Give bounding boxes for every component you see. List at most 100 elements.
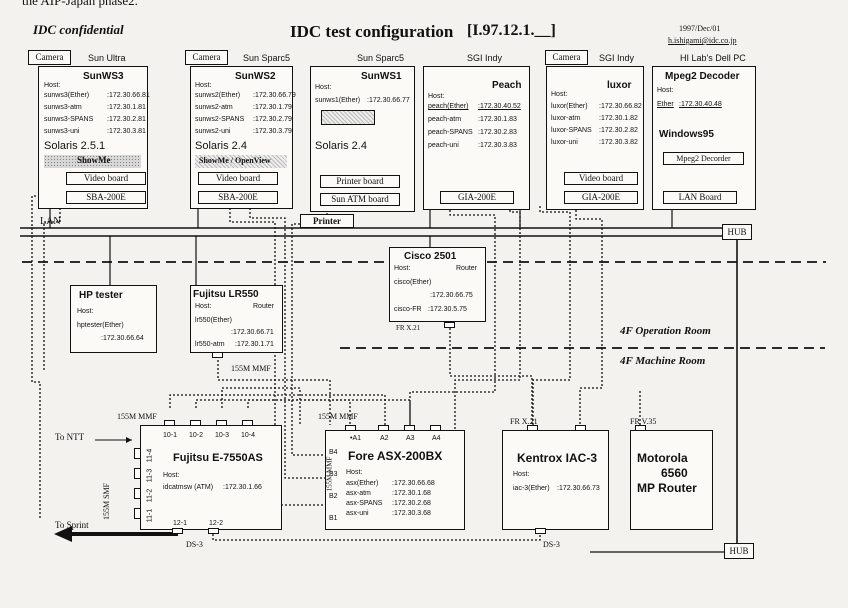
video-board: Video board (66, 172, 146, 185)
iface-ip: :172.30.2.81 (107, 116, 146, 123)
host-label: Host: (315, 84, 332, 91)
iface-name: peach-atm (428, 116, 462, 123)
e7550-box: Fujitsu E-7550AS Host: idcatmsw (ATM) :1… (140, 425, 282, 530)
iface-ip: :172.30.40.48 (679, 101, 722, 108)
hub-top: HUB (722, 224, 752, 240)
app-label: ShowMe / OpenView (199, 156, 271, 165)
iface-name: peach-uni (428, 142, 459, 149)
cut-caption: the AIP-Japan phase2. (22, 0, 138, 8)
host-label: Host: (77, 308, 94, 315)
peach-box: Peach Host: peach(Ether) :172.30.40.52 p… (423, 66, 530, 210)
port-10-1 (164, 420, 175, 426)
iface-ip: :172.30.66.71 (231, 329, 274, 336)
host-name: Fujitsu E-7550AS (173, 452, 263, 464)
date-label: 1997/Dec/01 (679, 24, 721, 33)
port-label: A3 (406, 435, 415, 442)
port-a3 (404, 425, 415, 431)
iface-name: luxor-SPANS (551, 127, 592, 134)
iface-ip: :172.30.3.82 (599, 139, 638, 146)
port-label: A2 (380, 435, 389, 442)
email-link[interactable]: h.ishigami@idc.co.jp (668, 36, 737, 45)
sunws2-box: SunWS2 Host: sunws2(Ether) :172.30.66.79… (190, 66, 296, 209)
sunws3-box: SunWS3 Host: sunws3(Ether) :172.30.66.81… (38, 66, 150, 209)
vendor-label: Motorola (637, 451, 688, 465)
app-bar (195, 155, 287, 168)
iface-name: luxor-uni (551, 139, 578, 146)
port-10-3 (216, 420, 227, 426)
host-name: luxor (607, 80, 632, 91)
iface-ip: :172.30.3.68 (392, 510, 431, 517)
iface-name: hptester(Ether) (77, 322, 124, 329)
iface-name: iac-3(Ether) (513, 485, 550, 492)
iface-ip: :172.30.2.68 (392, 500, 431, 507)
host-name: HP tester (79, 290, 123, 301)
platform-label: SGI Indy (599, 53, 635, 63)
host-label: Host: (346, 469, 363, 476)
camera-box: Camera (545, 50, 588, 65)
port-label: A4 (432, 435, 441, 442)
video-board: Video board (564, 172, 638, 185)
room-label-operation: 4F Operation Room (620, 325, 711, 337)
iface-name: sunws2-uni (195, 128, 231, 135)
port-a2 (378, 425, 389, 431)
scanner-device (321, 110, 375, 125)
hub-bottom: HUB (724, 543, 754, 559)
iface-ip: :172.30.66.81 (107, 92, 150, 99)
app-bar (44, 155, 141, 168)
iface-name: luxor-atm (551, 115, 581, 122)
host-label: Host: (195, 303, 212, 310)
port-label: 10-3 (215, 432, 230, 439)
port-label: 12-2 (209, 520, 224, 527)
iface-ip: :172.30.66.64 (101, 335, 144, 342)
port-label: B3 (329, 471, 338, 478)
iface-ip: :172.30.1.82 (599, 115, 638, 122)
host-name: SunWS2 (235, 71, 276, 82)
iface-name: asx-atm (346, 490, 371, 497)
iface-ip: :172.30.66.73 (557, 485, 600, 492)
platform-label: Sun Sparc5 (357, 53, 405, 63)
iface-ip: :172.30.2.83 (478, 129, 517, 136)
iface-ip: :172.30.66.75 (430, 292, 473, 299)
atm-board: Sun ATM board (320, 193, 400, 206)
port-label: 12-1 (173, 520, 188, 527)
role-label: Router (456, 265, 478, 272)
app-label: ShowMe (77, 155, 111, 165)
mmf-label: 155M MMF (231, 364, 271, 373)
iface-name: lr550-atm (195, 341, 225, 348)
host-label: Host: (551, 91, 568, 98)
iface-ip: :172.30.66.77 (367, 97, 410, 104)
port-label: 11-3 (146, 468, 154, 483)
mmf-label: 155M MMF (318, 412, 358, 421)
iface-name: lr550(Ether) (195, 317, 232, 324)
port-label: B1 (329, 515, 338, 522)
port-10-2 (190, 420, 201, 426)
iface-name: sunws3-SPANS (44, 116, 94, 123)
port-a1 (345, 425, 356, 431)
confidential-label: IDC confidential (33, 22, 124, 37)
port-a4 (430, 425, 441, 431)
decoder-board: Mpeg2 Decorder (663, 152, 744, 165)
port-12-1 (172, 528, 183, 534)
port-label: B2 (329, 493, 338, 500)
mmf-label: 155M MMF (117, 412, 157, 421)
port-12-2 (208, 528, 219, 534)
port-label: 11-4 (146, 448, 154, 463)
kentrox-ds3-port (535, 528, 546, 534)
kentrox-port (575, 425, 586, 431)
host-name: SunWS3 (83, 71, 124, 82)
iface-ip: :172.30.3.83 (478, 142, 517, 149)
fr-label: FR V.35 (630, 417, 657, 426)
port-label: •A1 (350, 435, 362, 442)
platform-label: Sun Ultra (88, 53, 126, 63)
mmf-side-label: 155M MMF (325, 456, 334, 492)
iface-name: idcatmsw (ATM) (163, 484, 214, 491)
sunws1-box: SunWS1 Host: sunws1(Ether) :172.30.66.77… (310, 66, 415, 212)
iface-name: asx-uni (346, 510, 369, 517)
iface-name: sunws3-atm (44, 104, 82, 111)
host-name: Fore ASX-200BX (348, 449, 443, 463)
host-name: SunWS1 (361, 71, 402, 82)
iface-name: asx(Ether) (346, 480, 379, 487)
iface-name: sunws3(Ether) (44, 92, 90, 99)
platform-label: HI Lab's Dell PC (680, 53, 746, 63)
